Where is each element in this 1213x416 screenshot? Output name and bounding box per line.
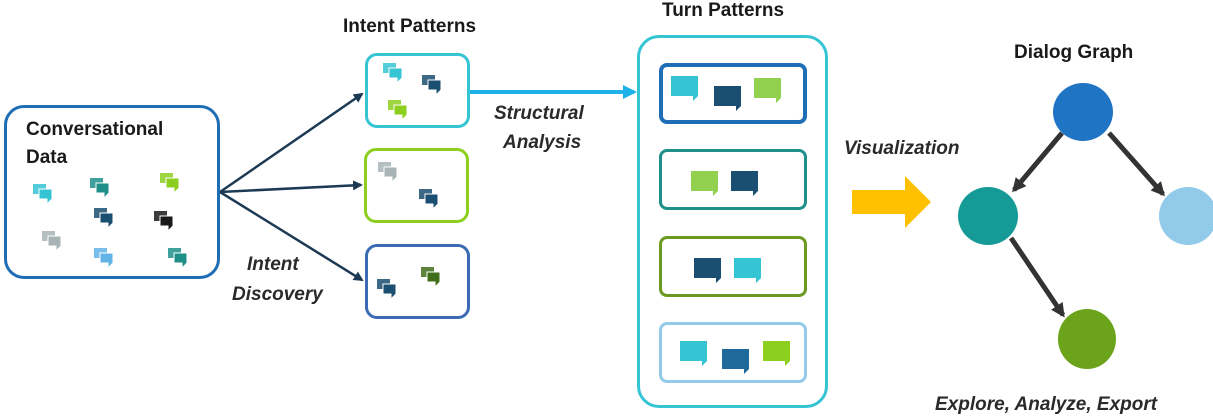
chat-bubble-icon [714,86,741,111]
chat-bubbles-icon [154,211,174,233]
graph-node-left [958,187,1018,245]
chat-bubbles-icon [421,267,441,289]
chat-bubbles-icon [160,173,180,195]
intent-pattern-box-2 [364,148,469,223]
intent-discovery-label-1: Intent [247,254,299,275]
intent-discovery-arrows [219,92,364,282]
explore-analyze-export-label: Explore, Analyze, Export [935,394,1158,415]
structural-analysis-label-1: Structural [494,103,584,124]
chat-bubble-icon [754,78,781,103]
chat-bubble-icon [680,341,707,366]
turn-pattern-row-3 [659,236,807,297]
visualization-label: Visualization [844,138,960,159]
chat-bubbles-icon [42,231,62,253]
dialog-graph-nodes [958,83,1213,369]
chat-bubbles-icon [378,162,398,184]
arrow-to-intent-2 [219,180,363,194]
edge-left-to-bottom [1008,236,1066,318]
chat-bubble-icon [694,258,721,283]
intent-pattern-box-1 [365,53,470,128]
chat-bubbles-icon [422,75,442,97]
arrow-to-intent-1 [219,92,364,194]
chat-bubbles-icon [377,279,397,301]
turn-pattern-row-2 [659,149,807,210]
visualization-arrow [852,176,931,228]
dialog-graph-title: Dialog Graph [1014,42,1134,63]
chat-bubbles-icon [94,248,114,270]
graph-node-root [1053,83,1113,141]
intent-pattern-box-3 [365,244,470,319]
chat-bubbles-icon [94,208,114,230]
chat-icons [33,63,790,374]
chat-bubble-icon [731,171,758,196]
chat-bubbles-icon [168,248,188,270]
graph-node-bottom [1058,309,1116,369]
chat-bubbles-icon [90,178,110,200]
chat-bubble-icon [722,349,749,374]
edge-top-to-right [1107,131,1165,197]
chat-bubbles-icon [383,63,403,85]
intent-discovery-label-2: Discovery [232,284,323,305]
chat-bubbles-icon [419,189,439,211]
edge-top-to-left [1012,131,1064,193]
conversational-data-title-1: Conversational [26,119,164,140]
chat-bubbles-icon [388,100,408,122]
arrow-to-intent-3 [219,190,364,282]
chat-bubble-icon [691,171,718,196]
chat-bubble-icon [671,76,698,101]
chat-bubble-icon [763,341,790,366]
intent-patterns-title: Intent Patterns [343,16,477,37]
structural-analysis-label-2: Analysis [503,132,582,153]
graph-node-right [1159,187,1213,245]
chat-bubble-icon [734,258,761,283]
conversational-data-title-2: Data [26,147,68,168]
dialog-graph-edges [1008,131,1165,318]
turn-patterns-title: Turn Patterns [662,0,785,21]
chat-bubbles-icon [33,184,53,206]
